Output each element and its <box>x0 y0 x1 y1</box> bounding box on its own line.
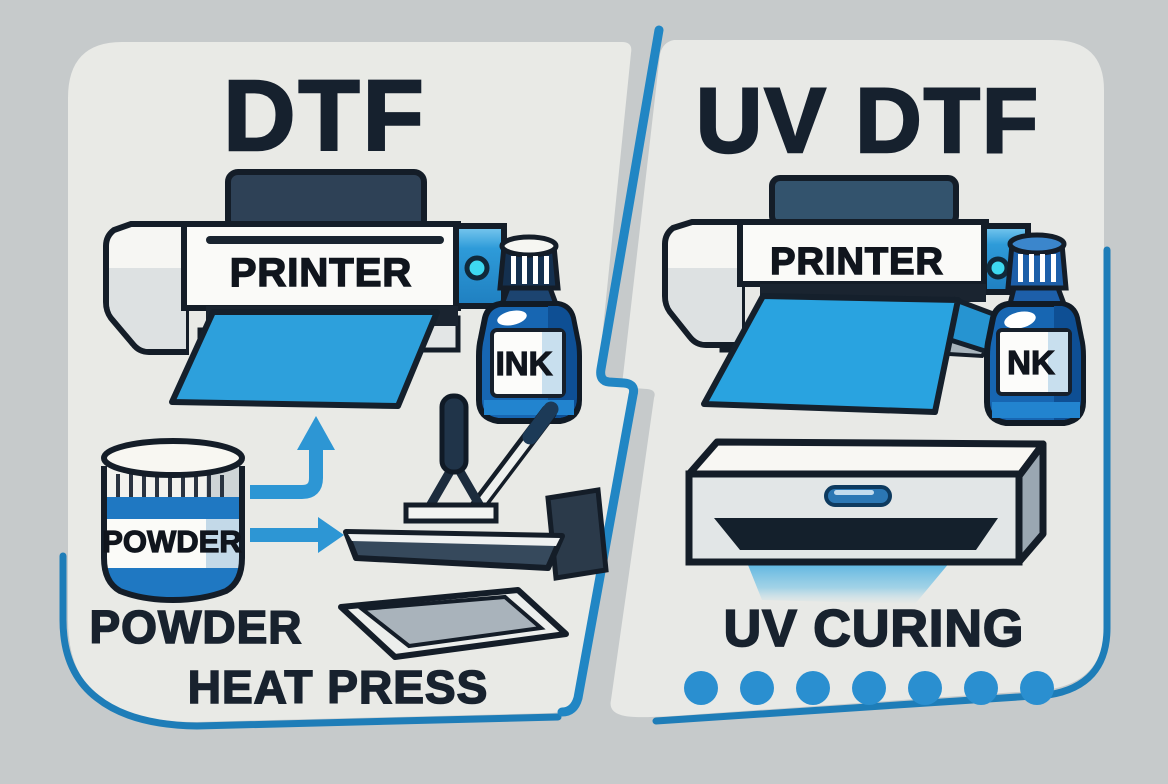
uv-dtf-section: UV DTF PRINTER <box>662 69 1086 705</box>
printer-left-cap-shade <box>106 268 186 349</box>
jar-label-text: POWDER <box>102 524 242 559</box>
uv-printer-body <box>737 219 989 287</box>
uv-dot <box>684 671 718 705</box>
uv-unit-button <box>824 485 892 507</box>
jar-outline <box>101 466 245 604</box>
printer-slot-line <box>206 236 444 244</box>
uv-unit-slot <box>714 518 998 550</box>
ink-highlight <box>497 310 527 326</box>
uv-ink-highlight <box>1004 311 1036 329</box>
press-handle <box>439 393 469 475</box>
uv-unit-button-highlight <box>834 490 874 495</box>
flow-arrows <box>250 416 344 553</box>
ink-label-text: INK <box>496 345 553 382</box>
uv-dot <box>908 671 942 705</box>
arrow-up-icon <box>250 448 323 499</box>
press-base-surface <box>356 594 546 649</box>
ink-cap-ridges <box>511 256 549 284</box>
film-sheet <box>169 309 440 409</box>
uv-ink-cap-ridges <box>1018 254 1056 282</box>
uv-dot <box>796 671 830 705</box>
uv-ink-label-shade <box>1048 332 1068 392</box>
uv-printer-indicator-light <box>986 256 1010 280</box>
jar-ridges <box>116 473 224 497</box>
uv-dot <box>740 671 774 705</box>
press-platen-highlight <box>348 534 560 546</box>
caption-powder: POWDER <box>90 601 303 653</box>
uv-printer-label: PRINTER <box>770 241 944 283</box>
arrow-right-head <box>318 517 344 553</box>
uv-ink-bottom-band <box>992 402 1080 418</box>
press-prongs <box>426 465 484 509</box>
printer-indicator-light <box>464 255 490 281</box>
uv-dtf-panel-border <box>652 246 1111 725</box>
ink-bottom-band <box>484 400 574 415</box>
ink-cap-top <box>499 234 559 258</box>
uv-film-sheet <box>701 293 961 415</box>
ink-label-shade <box>542 332 562 394</box>
ink-bottle-icon: INK <box>476 234 582 424</box>
dtf-title: DTF <box>223 60 426 172</box>
printer-label: PRINTER <box>230 251 413 295</box>
uv-ink-cap-top <box>1007 232 1067 256</box>
arrow-up-head <box>297 416 335 450</box>
jar-lid <box>101 438 245 478</box>
uv-curing-unit-icon <box>685 438 1047 604</box>
caption-uv-curing: UV CURING <box>724 600 1025 658</box>
uv-printer-icon: PRINTER <box>662 175 1031 415</box>
caption-heat-press: HEAT PRESS <box>188 661 489 713</box>
uv-ink-label-text: NK <box>1007 344 1055 381</box>
powder-jar-icon: POWDER <box>101 438 245 604</box>
uv-dot <box>1020 671 1054 705</box>
uv-dots <box>684 671 1054 705</box>
panel-divider-line <box>557 25 664 717</box>
jar-band-top <box>104 497 242 519</box>
uv-dot <box>852 671 886 705</box>
uv-dot <box>964 671 998 705</box>
uv-printer-tray <box>769 175 959 227</box>
press-bracket <box>403 502 499 524</box>
uv-ink-bottle-icon: NK <box>984 232 1086 426</box>
dtf-printer-icon: PRINTER <box>103 169 507 409</box>
press-rod-grip <box>522 401 559 445</box>
dtf-panel-border <box>59 552 562 730</box>
uv-dtf-title: UV DTF <box>696 70 1040 172</box>
heat-press-icon <box>338 393 609 660</box>
dtf-section: DTF PRINTER <box>89 59 609 714</box>
uv-printer-left-cap-shade <box>665 268 742 342</box>
